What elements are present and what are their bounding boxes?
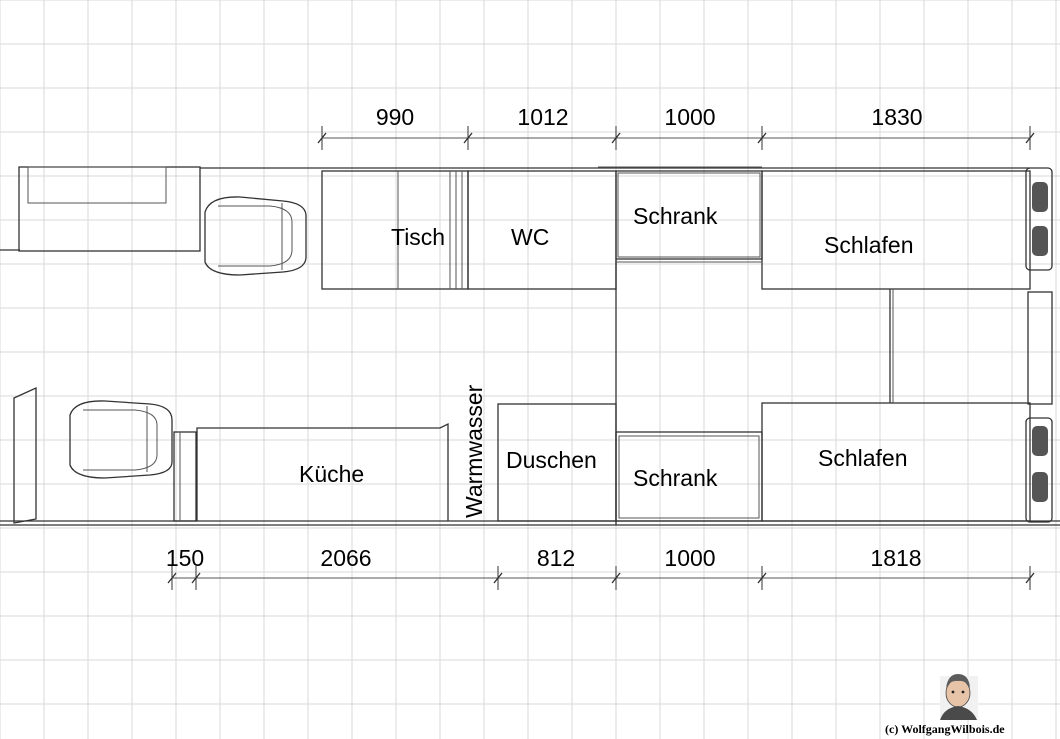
label-duschen: Duschen <box>506 447 597 473</box>
rear-wheels-top-icon <box>1025 167 1053 271</box>
dimension-tick-slash <box>757 132 767 144</box>
dimension-line-bottom <box>167 566 1035 590</box>
dimension-tick-slash <box>1025 572 1035 584</box>
dimension-top-2: 1012 <box>517 104 568 130</box>
dimension-bottom-3: 812 <box>537 545 575 571</box>
dimension-bottom-5: 1818 <box>870 545 921 571</box>
dimension-line-top <box>317 126 1035 150</box>
copyright-text: (c) WolfgangWilbois.de <box>885 722 1005 736</box>
dimension-tick-slash <box>611 132 621 144</box>
schlafen-top-module <box>761 170 1031 290</box>
passenger-seat-icon <box>69 400 173 479</box>
dashboard <box>18 166 201 252</box>
label-schrank-top: Schrank <box>633 203 718 229</box>
dimension-bottom-2: 2066 <box>320 545 371 571</box>
dimension-top-4: 1830 <box>871 104 922 130</box>
front-panel <box>13 386 37 524</box>
label-tisch: Tisch <box>391 224 445 250</box>
driver-seat-icon <box>204 196 307 276</box>
step-module <box>173 431 197 522</box>
dimension-tick-slash <box>493 572 503 584</box>
label-schlafen-bottom: Schlafen <box>818 445 908 471</box>
label-schrank-bottom: Schrank <box>633 465 718 491</box>
dimension-bottom-4: 1000 <box>664 545 715 571</box>
dimension-tick-slash <box>317 132 327 144</box>
dimension-tick-slash <box>463 132 473 144</box>
author-avatar <box>940 674 978 720</box>
dimension-tick-slash <box>1025 132 1035 144</box>
label-warmwasser: Warmwasser <box>461 384 487 518</box>
label-schlafen-top: Schlafen <box>824 232 914 258</box>
dimension-tick-slash <box>611 572 621 584</box>
dimension-bottom-1: 150 <box>166 545 204 571</box>
schlafen-bottom-module <box>761 402 1031 522</box>
rear-wall-icon <box>1027 291 1053 405</box>
dimension-top-1: 990 <box>376 104 414 130</box>
dimension-tick-slash <box>757 572 767 584</box>
label-wc: WC <box>511 224 549 250</box>
label-kueche: Küche <box>299 461 364 487</box>
dimension-tick-slash <box>167 572 177 584</box>
dimension-top-3: 1000 <box>664 104 715 130</box>
rear-wheels-bottom-icon <box>1025 417 1053 523</box>
kueche-module <box>196 422 449 521</box>
schrank-top-module <box>598 166 763 260</box>
dimension-tick-slash <box>191 572 201 584</box>
